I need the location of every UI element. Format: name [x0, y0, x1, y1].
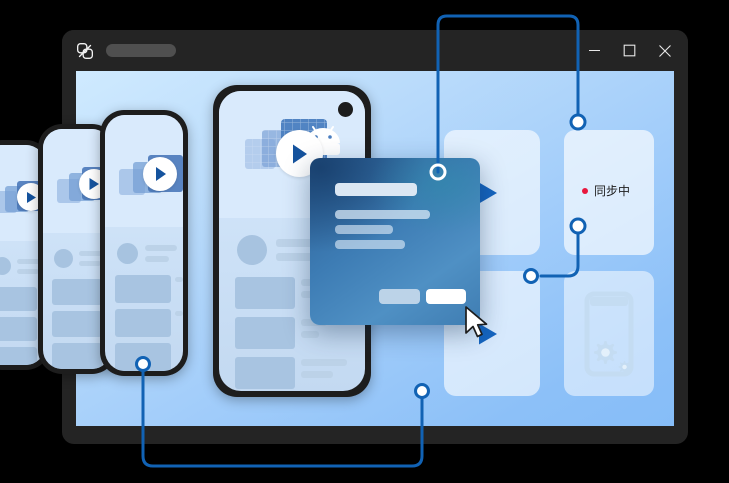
play-card-bottom[interactable]: [444, 271, 540, 396]
play-triangle-icon: [479, 323, 497, 345]
sync-status-label: 同步中: [594, 184, 631, 198]
window-title-placeholder: [106, 44, 176, 57]
mouse-pointer-icon: [465, 306, 488, 338]
modal-body-line-1: [335, 210, 430, 219]
modal-dialog[interactable]: [310, 158, 480, 325]
minimize-button[interactable]: [577, 36, 612, 66]
play-triangle-icon: [479, 182, 497, 204]
maximize-icon: [623, 44, 636, 57]
phone-camera-icon: [338, 102, 353, 117]
window-controls: [577, 30, 682, 71]
modal-body-line-2: [335, 225, 393, 234]
secondary-button[interactable]: [379, 289, 420, 304]
play-button-icon[interactable]: [143, 157, 177, 191]
phone-mockup-3[interactable]: [100, 110, 188, 376]
sync-status-card[interactable]: 同步中: [564, 130, 654, 255]
sync-mirror-logo-icon: [77, 42, 94, 59]
window-titlebar: [62, 30, 688, 71]
close-button[interactable]: [647, 36, 682, 66]
status-dot-icon: [582, 188, 588, 194]
maximize-button[interactable]: [612, 36, 647, 66]
status-badge: 同步中: [582, 185, 630, 197]
phone-gears-icon: [584, 291, 634, 377]
device-settings-card[interactable]: [564, 271, 654, 396]
close-icon: [658, 44, 671, 57]
modal-title-bar: [335, 183, 417, 196]
minimize-icon: [589, 49, 600, 52]
phone-mockup-front[interactable]: [213, 85, 371, 397]
modal-body-line-3: [335, 240, 405, 249]
primary-button[interactable]: [426, 289, 466, 304]
